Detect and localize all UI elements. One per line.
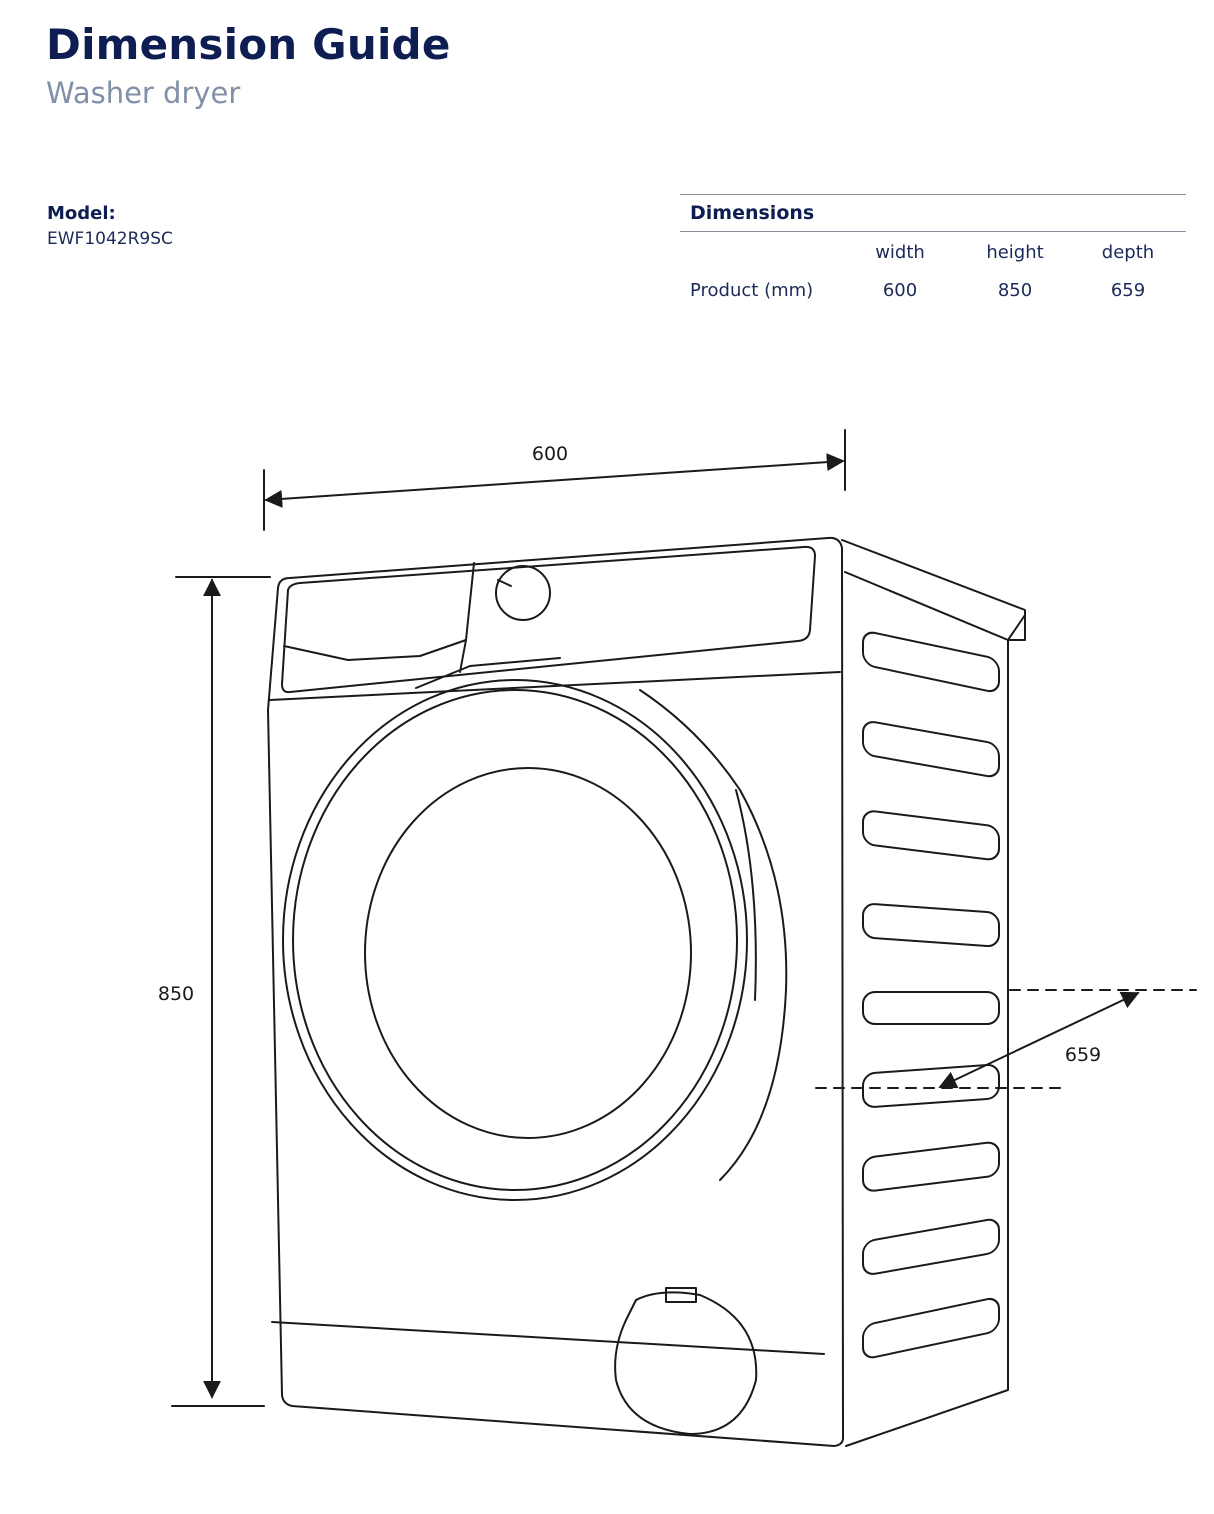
top-side-edge — [841, 539, 1026, 641]
depth-arrow — [938, 991, 1140, 1089]
side-vent — [862, 1297, 1000, 1359]
value-width: 600 — [882, 280, 918, 301]
side-panel-outline — [844, 571, 1009, 1447]
program-knob — [495, 565, 551, 621]
width-label: 600 — [532, 443, 568, 465]
filter-tab — [665, 1287, 697, 1303]
page-subtitle: Washer dryer — [46, 76, 241, 110]
detergent-drawer-edge — [283, 639, 467, 661]
depth-label: 659 — [1065, 1044, 1101, 1066]
page-title: Dimension Guide — [46, 20, 451, 69]
column-header-width: width — [875, 242, 925, 263]
column-header-depth: depth — [1101, 242, 1155, 263]
column-header-height: height — [986, 242, 1044, 263]
filter-cover — [614, 1291, 758, 1435]
control-panel-bottom-edge — [269, 671, 841, 701]
value-depth: 659 — [1110, 280, 1146, 301]
table-header-rule — [680, 231, 1186, 232]
side-vent — [862, 903, 1000, 948]
top-corner-edge — [1007, 614, 1026, 641]
side-vent — [862, 991, 1000, 1025]
width-arrow — [264, 453, 845, 508]
side-vent — [862, 631, 1000, 693]
side-vent — [862, 1141, 1000, 1192]
side-vent — [862, 1063, 1000, 1108]
door-outer-ring — [282, 679, 748, 1201]
height-label: 850 — [158, 983, 194, 1005]
drawer-divider — [459, 562, 475, 673]
door-glass — [364, 767, 692, 1139]
side-vent — [862, 810, 1000, 861]
model-number: EWF1042R9SC — [47, 229, 173, 249]
front-panel-outline — [267, 536, 844, 1447]
control-panel-outline — [281, 545, 816, 694]
side-vent — [862, 721, 1000, 778]
model-label: Model: — [47, 203, 116, 224]
row-label-product: Product (mm) — [690, 280, 814, 301]
door-top-edge — [415, 657, 561, 689]
knob-indicator — [497, 579, 512, 587]
door-hinge-curve — [639, 689, 788, 1181]
door-handle-edge — [735, 789, 757, 1001]
value-height: 850 — [997, 280, 1033, 301]
table-top-rule — [680, 194, 1186, 195]
door-ring — [292, 689, 738, 1191]
dimensions-heading: Dimensions — [690, 202, 815, 224]
kick-plate-edge — [271, 1321, 825, 1355]
side-vent — [862, 1218, 1000, 1275]
